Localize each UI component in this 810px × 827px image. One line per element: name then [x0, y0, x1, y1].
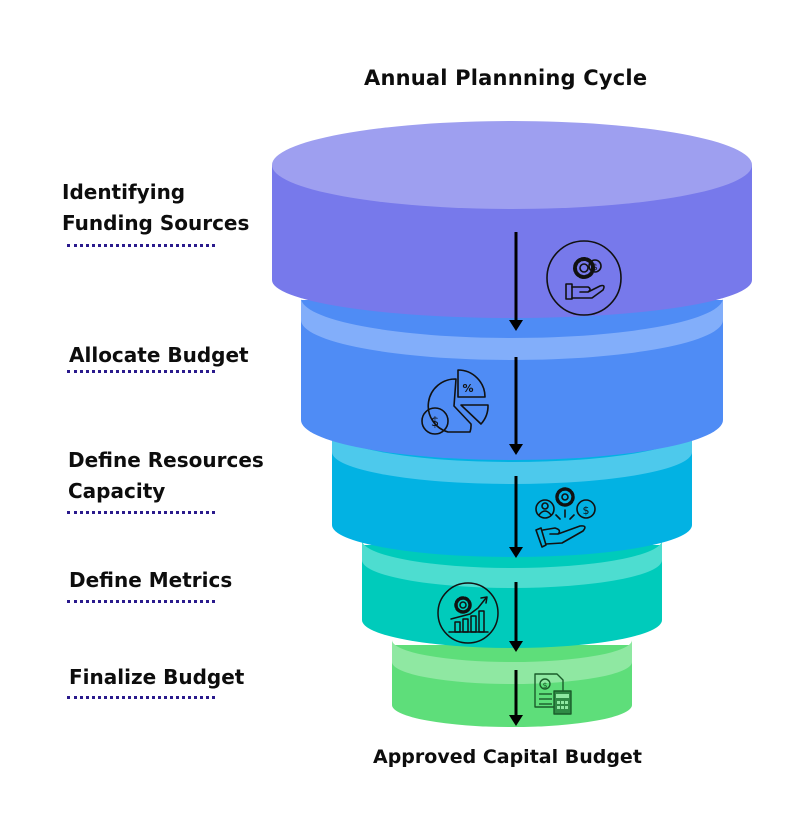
- hand-gear-dollar-icon: $: [546, 240, 622, 316]
- stage-label-3-line-2: Capacity: [68, 479, 166, 503]
- stage-label-2-line-1: Allocate Budget: [69, 343, 249, 367]
- stage-2-underline: [67, 370, 215, 373]
- arrow-2: [509, 357, 523, 455]
- stage-label-3-line-1: Define Resources: [68, 448, 264, 472]
- stage-label-4-line-1: Define Metrics: [69, 568, 233, 592]
- stage-label-1-line-2: Funding Sources: [62, 211, 250, 235]
- arrow-3: [509, 476, 523, 558]
- stage-label-5: Finalize Budget: [69, 662, 244, 693]
- stage-3-rim: [332, 430, 692, 484]
- stage-label-3: Define Resources Capacity: [68, 445, 264, 507]
- diagram-title: Annual Plannning Cycle: [364, 66, 648, 90]
- stage-label-4: Define Metrics: [69, 565, 232, 596]
- gear-growth-chart-icon: [437, 582, 499, 644]
- svg-text:$: $: [583, 504, 590, 517]
- stage-1-top: [272, 121, 752, 209]
- stage-3-underline: [67, 511, 215, 514]
- funnel-stage-2: [301, 298, 723, 460]
- funnel-stage-5: [392, 640, 632, 727]
- stage-1-underline: [67, 244, 215, 247]
- stage-4-underline: [67, 600, 215, 603]
- arrow-1: [509, 232, 523, 331]
- stage-2-rim: [301, 298, 723, 360]
- stage-1-body: [272, 165, 752, 318]
- pie-chart-percent-dollar-icon: % $: [421, 369, 489, 435]
- arrow-4: [509, 582, 523, 652]
- diagram-footer: Approved Capital Budget: [373, 746, 642, 768]
- svg-text:%: %: [462, 382, 473, 395]
- budget-calculator-icon: $: [534, 673, 572, 715]
- stage-5-underline: [67, 696, 215, 699]
- svg-text:$: $: [431, 415, 439, 430]
- flow-arrows: [509, 232, 523, 726]
- funnel-stage-4: [362, 540, 662, 648]
- stage-label-5-line-1: Finalize Budget: [69, 665, 245, 689]
- stage-5-rim: [392, 640, 632, 684]
- funnel-stage-1: [272, 121, 752, 318]
- arrow-5: [509, 670, 523, 726]
- svg-text:$: $: [542, 681, 547, 690]
- hand-resources-icon: $: [535, 487, 596, 548]
- svg-text:$: $: [592, 263, 598, 273]
- stage-label-2: Allocate Budget: [69, 340, 249, 371]
- stage-4-rim: [362, 540, 662, 588]
- stage-label-1: Identifying Funding Sources: [62, 177, 249, 239]
- stage-label-1-line-1: Identifying: [62, 180, 186, 204]
- funnel-stage-3: [332, 430, 692, 557]
